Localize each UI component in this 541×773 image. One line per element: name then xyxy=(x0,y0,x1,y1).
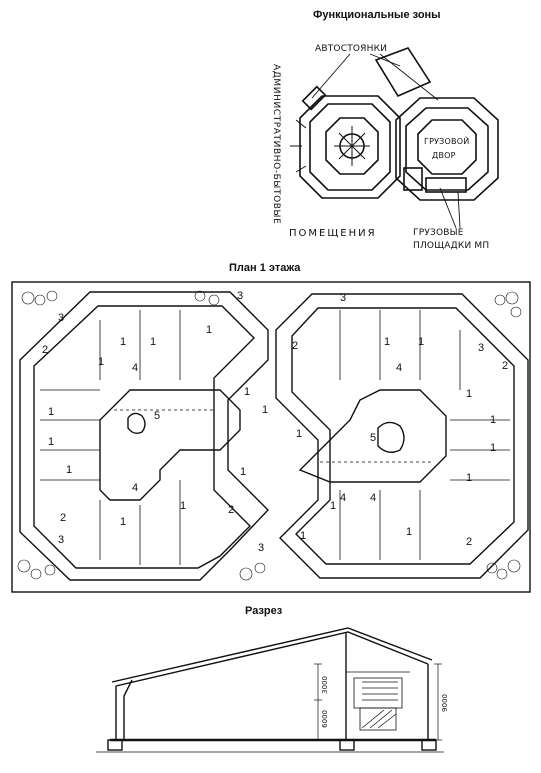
cargo-platforms-label-1: ГРУЗОВЫЕ xyxy=(413,228,464,238)
plan-label-1-b: 1 xyxy=(150,336,157,348)
section-dim-6000: 6000 xyxy=(321,710,329,728)
plan-label-2-d: 2 xyxy=(228,504,235,516)
plan-label-3-top-left: 3 xyxy=(58,312,65,324)
plan-label-4-e: 4 xyxy=(370,492,377,504)
plan-label-1-c: 1 xyxy=(206,324,213,336)
cargo-platforms-label-2: ПЛОЩАДКИ МП xyxy=(413,241,490,251)
plan-label-1-i: 1 xyxy=(180,500,187,512)
plan-label-1-u: 1 xyxy=(330,500,337,512)
plan-label-2-c: 2 xyxy=(502,360,509,372)
rooms-label: ПОМЕЩЕНИЯ xyxy=(289,228,377,239)
plan-label-1-m: 1 xyxy=(240,466,247,478)
section-title: Разрез xyxy=(245,605,283,617)
plan-label-1-j: 1 xyxy=(244,386,251,398)
plan-label-2-e: 2 xyxy=(60,512,67,524)
plan-label-1-q: 1 xyxy=(490,414,497,426)
plan-label-1-p: 1 xyxy=(466,388,473,400)
plan-label-1-f: 1 xyxy=(48,436,55,448)
plan-label-4-a: 4 xyxy=(132,362,139,374)
plan-label-1-v: 1 xyxy=(300,530,307,542)
plan-label-1-o: 1 xyxy=(418,336,425,348)
section-dim-3000: 3000 xyxy=(321,676,329,694)
plan-label-4-c: 4 xyxy=(396,362,403,374)
zones-title: Функциональные зоны xyxy=(313,9,441,21)
plan-label-3-top-right: 3 xyxy=(340,292,347,304)
plan-label-4-d: 4 xyxy=(340,492,347,504)
parking-label: АВТОСТОЯНКИ xyxy=(315,44,388,54)
plan-label-5-right: 5 xyxy=(370,432,377,444)
plan-label-2-f: 2 xyxy=(466,536,473,548)
plan-label-3-bottom-center: 3 xyxy=(258,542,265,554)
plan-title: План 1 этажа xyxy=(229,262,301,274)
plan-label-1-r: 1 xyxy=(490,442,497,454)
plan-label-1-e: 1 xyxy=(48,406,55,418)
plan-label-1-k: 1 xyxy=(262,404,269,416)
plan-label-3-right: 3 xyxy=(478,342,485,354)
plan-label-1-l: 1 xyxy=(296,428,303,440)
plan-label-1-g: 1 xyxy=(66,464,73,476)
plan-label-1-t: 1 xyxy=(406,526,413,538)
plan-label-2-b: 2 xyxy=(292,340,299,352)
cargo-yard-label-1: ГРУЗОВОЙ xyxy=(424,137,470,146)
plan-label-1-a: 1 xyxy=(120,336,127,348)
plan-label-1-n: 1 xyxy=(384,336,391,348)
plan-label-2-a: 2 xyxy=(42,344,49,356)
plan-label-5-left: 5 xyxy=(154,410,161,422)
cargo-yard-label-2: ДВОР xyxy=(432,151,456,160)
plan-label-1-d: 1 xyxy=(98,356,105,368)
plan-label-3-top-center: 3 xyxy=(237,290,244,302)
plan-label-1-h: 1 xyxy=(120,516,127,528)
admin-label: АДМИНИСТРАТИВНО-БЫТОВЫЕ xyxy=(271,64,281,225)
plan-label-4-b: 4 xyxy=(132,482,139,494)
plan-label-3-bottom-left: 3 xyxy=(58,534,65,546)
plan-label-1-s: 1 xyxy=(466,472,473,484)
section-dim-9000: 9000 xyxy=(441,694,449,712)
